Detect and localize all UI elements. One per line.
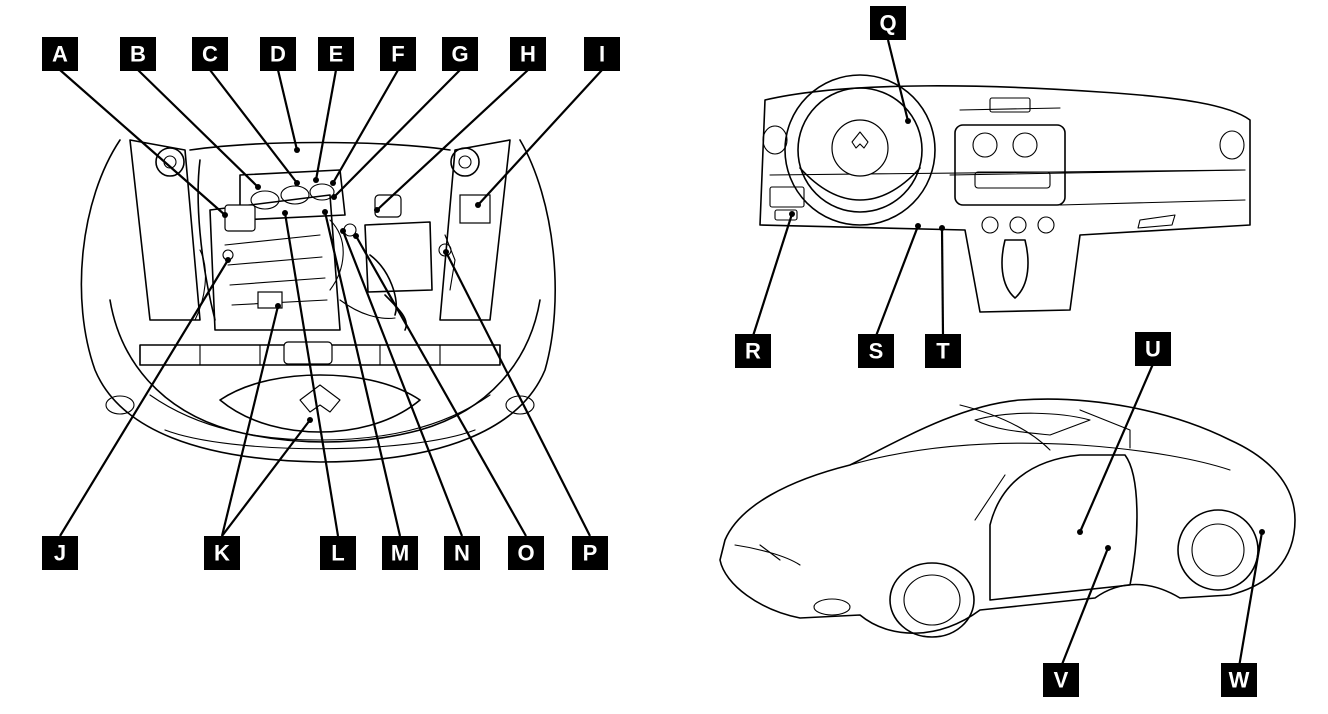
svg-text:W: W (1229, 668, 1250, 693)
label-J: J (42, 536, 78, 570)
dashboard-leader-dots (789, 118, 945, 231)
dashboard-leader-lines (751, 39, 945, 337)
svg-text:G: G (451, 42, 468, 67)
svg-text:F: F (391, 42, 404, 67)
label-A: A (42, 37, 78, 71)
svg-text:D: D (270, 42, 286, 67)
svg-text:N: N (454, 541, 470, 566)
svg-text:A: A (52, 42, 68, 67)
svg-text:V: V (1054, 668, 1069, 693)
label-E: E (318, 37, 354, 71)
label-S: S (858, 334, 894, 368)
label-G: G (442, 37, 478, 71)
svg-text:S: S (869, 339, 884, 364)
svg-text:L: L (331, 541, 344, 566)
svg-text:B: B (130, 42, 146, 67)
car-leader-dots (1077, 529, 1265, 551)
label-K: K (204, 536, 240, 570)
svg-text:T: T (936, 339, 950, 364)
svg-text:H: H (520, 42, 536, 67)
svg-text:E: E (329, 42, 344, 67)
svg-text:O: O (517, 541, 534, 566)
svg-text:C: C (202, 42, 218, 67)
dashboard-illustration (759, 74, 1251, 313)
svg-text:I: I (599, 42, 605, 67)
svg-text:U: U (1145, 337, 1161, 362)
label-N: N (444, 536, 480, 570)
label-Q: Q (870, 6, 906, 40)
label-D: D (260, 37, 296, 71)
label-L: L (320, 536, 356, 570)
svg-text:M: M (391, 541, 409, 566)
label-I: I (584, 37, 620, 71)
car-leader-lines (1059, 363, 1264, 668)
label-F: F (380, 37, 416, 71)
svg-text:K: K (214, 541, 230, 566)
svg-text:Q: Q (879, 11, 896, 36)
svg-text:P: P (583, 541, 598, 566)
engine-leader-lines (59, 69, 603, 537)
label-C: C (192, 37, 228, 71)
car-exterior-illustration (719, 398, 1296, 638)
label-U: U (1135, 332, 1171, 366)
engine-leader-dots (222, 147, 481, 423)
svg-text:J: J (54, 541, 66, 566)
label-V: V (1043, 663, 1079, 697)
label-H: H (510, 37, 546, 71)
label-P: P (572, 536, 608, 570)
label-W: W (1221, 663, 1257, 697)
label-T: T (925, 334, 961, 368)
svg-text:R: R (745, 339, 761, 364)
label-M: M (382, 536, 418, 570)
label-O: O (508, 536, 544, 570)
label-B: B (120, 37, 156, 71)
label-R: R (735, 334, 771, 368)
